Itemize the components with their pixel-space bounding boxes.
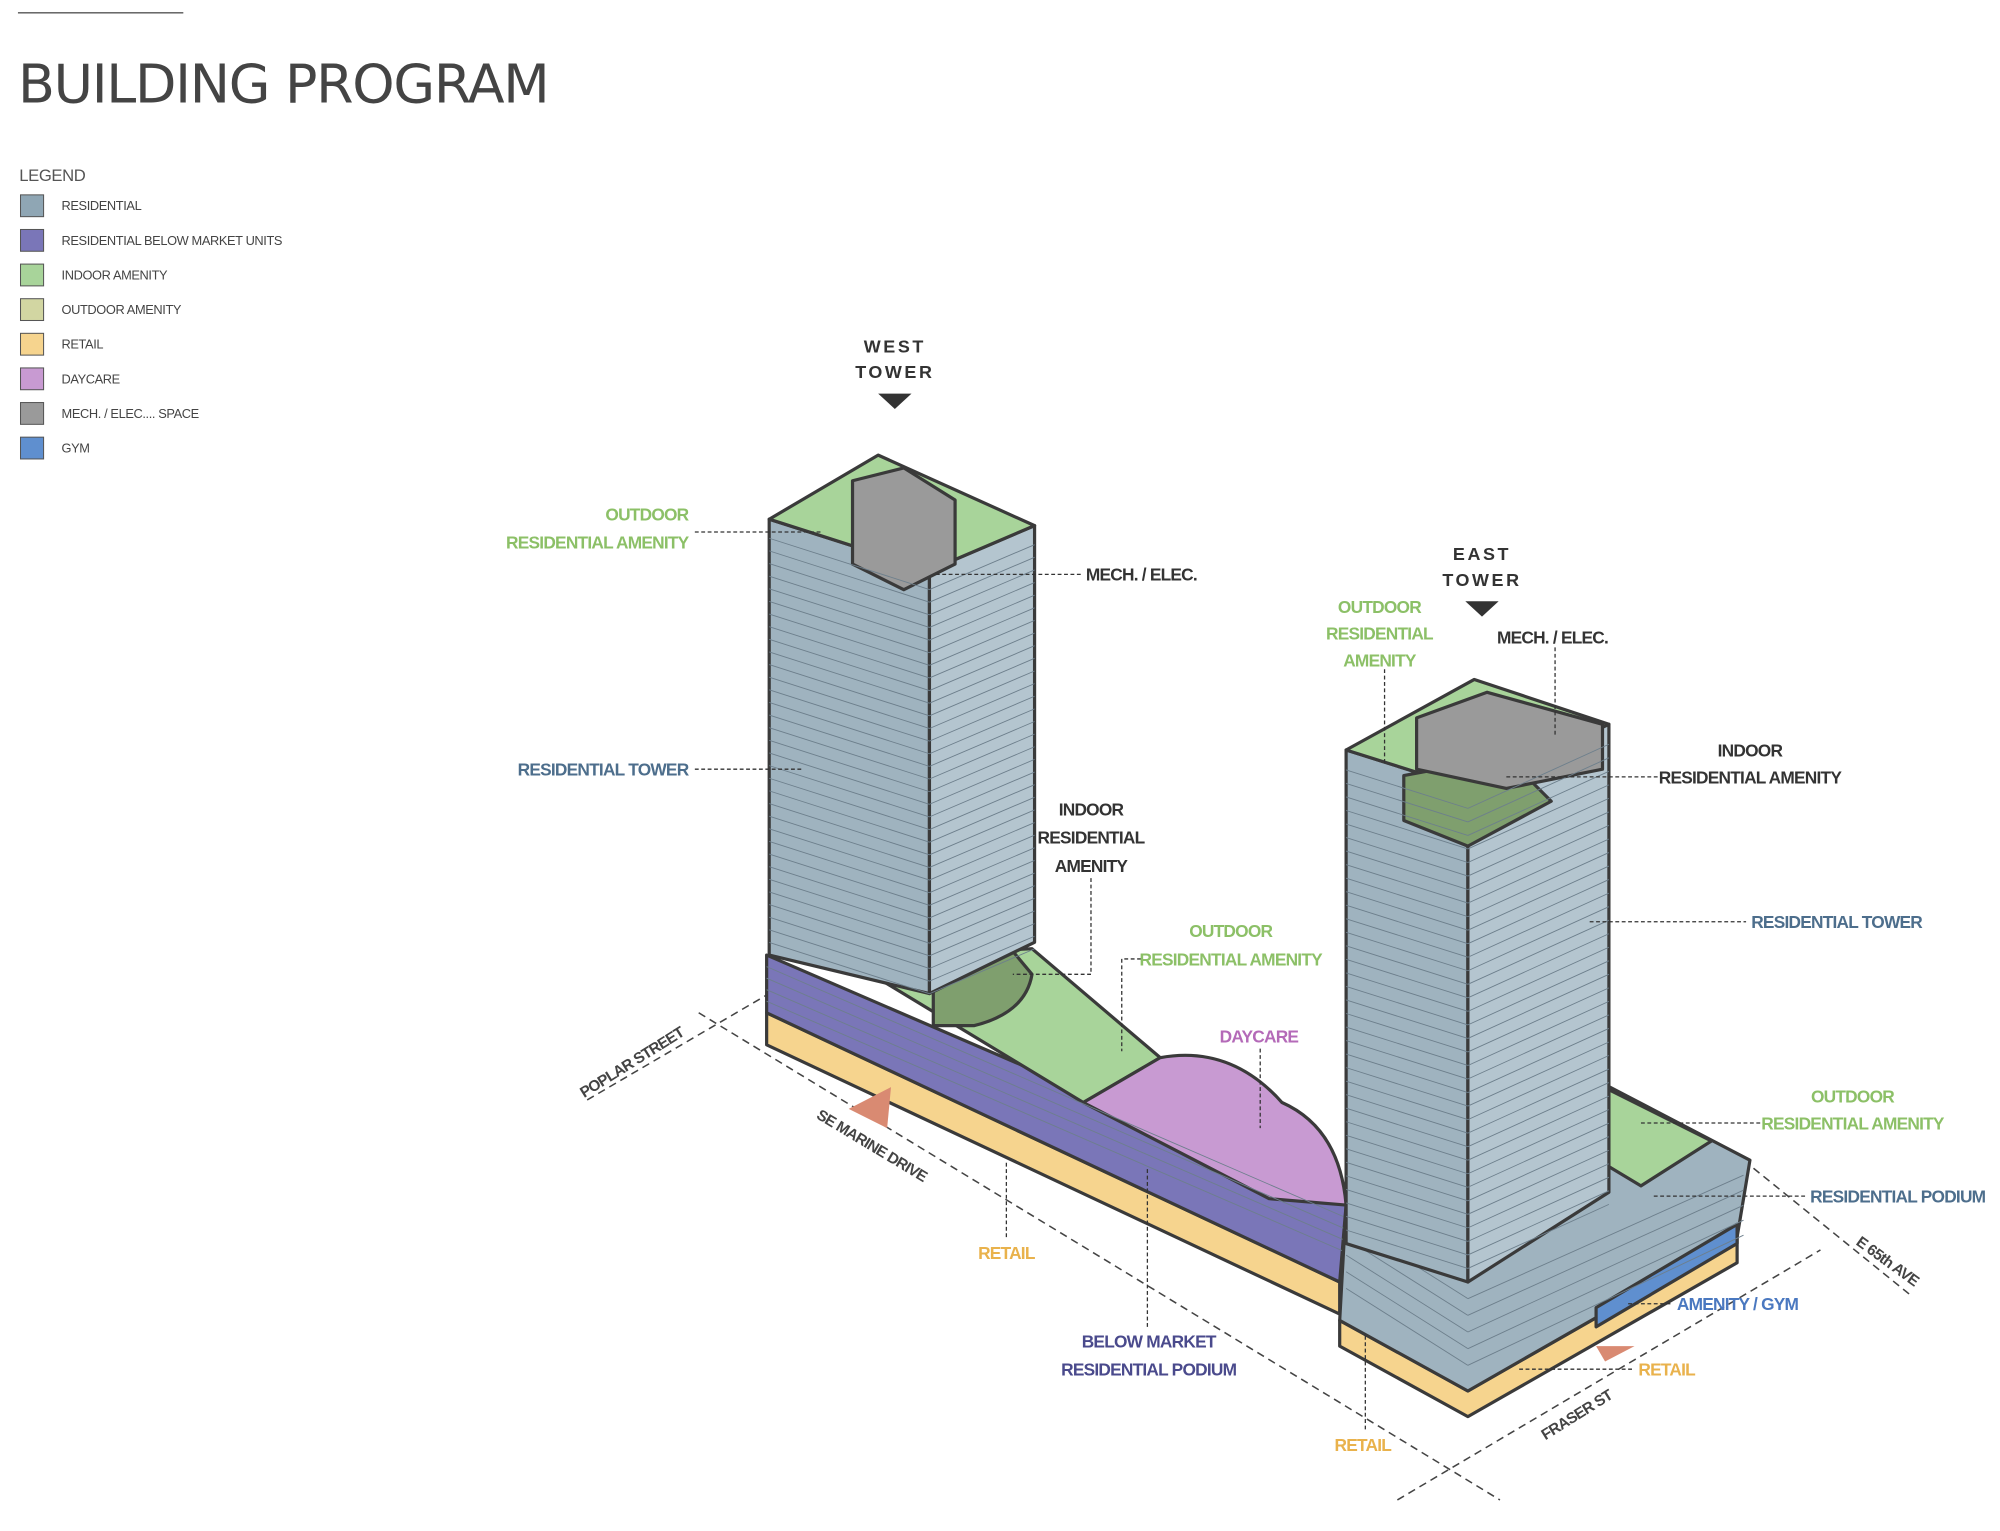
legend-item-label: GYM [62, 441, 90, 456]
east-indoor-amenity-label: INDOOR [1718, 740, 1784, 760]
legend-swatch [19, 263, 45, 287]
west-retail-label: RETAIL [978, 1243, 1036, 1263]
west-tower-label-1: WEST [864, 337, 926, 357]
legend-item-label: MECH. / ELEC.... SPACE [62, 406, 199, 421]
east-podium-outdoor-label: OUTDOOR [1811, 1087, 1895, 1107]
street-lines [586, 992, 1911, 1501]
west-mech-label: MECH. / ELEC. [1086, 565, 1197, 585]
east-podium-outdoor-label-2: RESIDENTIAL AMENITY [1761, 1113, 1945, 1133]
east-tower [1344, 677, 1611, 1284]
east-outdoor-amenity-label-2: RESIDENTIAL [1326, 624, 1434, 644]
east-tower-label-2: TOWER [1442, 570, 1521, 590]
west-tower [767, 453, 1037, 996]
west-podium [765, 947, 1348, 1316]
east-mech-label: MECH. / ELEC. [1497, 628, 1608, 648]
west-indoor-amenity-label-2: RESIDENTIAL [1038, 828, 1146, 848]
legend-swatch [19, 298, 45, 322]
podium-outdoor-amenity-label: OUTDOOR [1189, 921, 1273, 941]
legend-item-label: OUTDOOR AMENITY [62, 302, 182, 317]
east-outdoor-amenity-label-3: AMENITY [1343, 651, 1417, 671]
legend-item-label: DAYCARE [62, 371, 120, 386]
west-entry-arrow-icon [848, 1087, 891, 1129]
east-tower-arrow-icon [1465, 601, 1499, 617]
legend: LEGEND RESIDENTIAL RESIDENTIAL BELOW MARK… [19, 166, 283, 460]
legend-swatch [19, 402, 45, 425]
legend-heading: LEGEND [19, 166, 86, 185]
gym-label: AMENITY / GYM [1677, 1294, 1799, 1314]
west-mech [850, 466, 957, 592]
daycare-block [1081, 1053, 1348, 1207]
e65-ave-label: E 65th AVE [1853, 1233, 1922, 1290]
west-indoor-amenity-label: INDOOR [1059, 799, 1125, 819]
east-indoor-amenity-label-2: RESIDENTIAL AMENITY [1659, 767, 1843, 787]
legend-swatch [19, 228, 45, 252]
west-outdoor-amenity-label: OUTDOOR [605, 504, 689, 524]
poplar-street-label: POPLAR STREET [577, 1023, 688, 1101]
west-residential-tower-label: RESIDENTIAL TOWER [518, 760, 690, 780]
legend-swatch [19, 367, 45, 391]
legend-swatch [19, 332, 45, 356]
residential-podium-label: RESIDENTIAL PODIUM [1810, 1187, 1986, 1207]
below-market-label: BELOW MARKET [1082, 1331, 1217, 1351]
legend-swatch [19, 436, 45, 460]
legend-swatch [19, 194, 45, 218]
west-tower-label-2: TOWER [855, 362, 934, 382]
below-market-label-2: RESIDENTIAL PODIUM [1061, 1360, 1237, 1380]
east-retail-bottom-label: RETAIL [1334, 1435, 1392, 1455]
daycare-label: DAYCARE [1220, 1026, 1299, 1046]
legend-item-label: INDOOR AMENITY [62, 267, 169, 282]
east-entry-arrow-icon [1596, 1346, 1635, 1362]
west-outdoor-amenity-label-2: RESIDENTIAL AMENITY [506, 533, 690, 553]
legend-item-label: RESIDENTIAL BELOW MARKET UNITS [62, 233, 283, 248]
east-residential-tower-label: RESIDENTIAL TOWER [1751, 912, 1923, 932]
west-tower-arrow-icon [878, 393, 912, 409]
fraser-st-label: FRASER ST [1539, 1386, 1617, 1444]
podium-outdoor-amenity-label-2: RESIDENTIAL AMENITY [1140, 949, 1324, 969]
legend-item-label: RETAIL [62, 337, 104, 352]
east-outdoor-amenity-label: OUTDOOR [1338, 597, 1422, 617]
west-indoor-amenity-label-3: AMENITY [1055, 856, 1129, 876]
page-title: BUILDING PROGRAM [18, 53, 549, 116]
leader-lines [694, 531, 1806, 1430]
east-retail-label: RETAIL [1638, 1360, 1696, 1380]
gym-block [1594, 1222, 1739, 1329]
east-mech [1415, 690, 1605, 791]
legend-item-label: RESIDENTIAL [62, 198, 142, 213]
east-tower-label-1: EAST [1453, 544, 1511, 564]
